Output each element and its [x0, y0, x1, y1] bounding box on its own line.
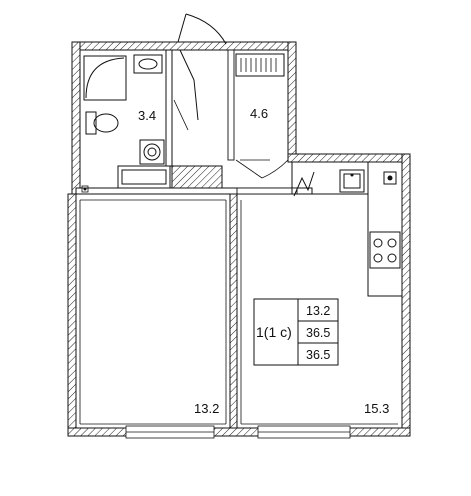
wardrobe-icon — [235, 53, 285, 77]
kitchen-area-label: 15.3 — [364, 401, 389, 416]
windows-bottom — [125, 425, 351, 439]
apartment-type-label: 1(1 с) — [256, 324, 292, 340]
cabinet-icon — [117, 165, 171, 189]
hall-door-icon — [173, 99, 289, 179]
washbasin-icon — [133, 54, 163, 74]
stove-icon — [369, 231, 401, 269]
toilet-icon — [85, 111, 119, 135]
area-summary-table: 1(1 с) 13.2 36.5 36.5 — [253, 298, 339, 366]
electric-panel-icon — [293, 171, 315, 197]
gas-riser-icon — [383, 171, 397, 185]
room-outlines — [79, 193, 398, 425]
kitchen-counter — [291, 161, 403, 297]
exterior-walls — [67, 41, 411, 437]
total-area-value: 36.5 — [306, 326, 330, 340]
hall-area-label: 4.6 — [250, 106, 268, 121]
kitchen-sink-icon — [339, 169, 365, 193]
wall-markers — [81, 185, 89, 193]
total-area-incl-balcony-value: 36.5 — [306, 348, 330, 362]
living-area-value: 13.2 — [306, 304, 330, 318]
bathroom-area-label: 3.4 — [138, 108, 156, 123]
washing-machine-icon — [139, 139, 165, 165]
bedroom-area-label: 13.2 — [194, 401, 219, 416]
entrance-door-icon — [177, 13, 227, 121]
shower-tray — [83, 55, 127, 101]
